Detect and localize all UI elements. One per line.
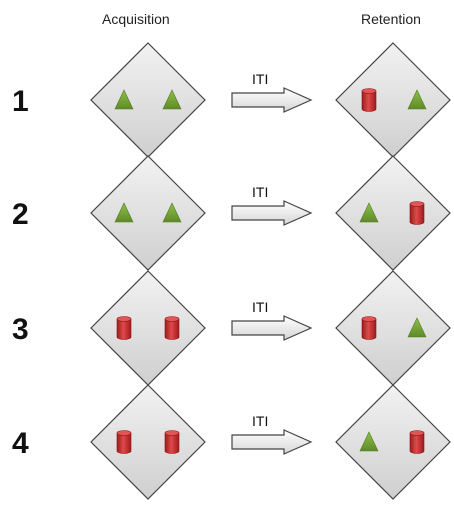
cylinder-icon (409, 201, 425, 225)
triangle-icon (162, 202, 182, 223)
cylinder-icon (361, 88, 377, 112)
triangle-icon (407, 89, 427, 110)
retention-arena (335, 42, 451, 158)
trial-row: 2 ITI (12, 155, 451, 271)
retention-arena (335, 384, 451, 500)
cylinder-icon (409, 430, 425, 454)
cylinder-icon (164, 430, 180, 454)
triangle-icon (407, 317, 427, 338)
triangle-icon (162, 89, 182, 110)
trial-row: 1 ITI (12, 42, 451, 158)
acquisition-arena (90, 384, 206, 500)
triangle-icon (359, 202, 379, 223)
trial-row: 3 ITI (12, 270, 451, 386)
row-number: 4 (12, 427, 29, 460)
iti-label: ITI (252, 71, 268, 87)
iti-arrow: ITI (231, 299, 313, 341)
retention-arena (335, 270, 451, 386)
iti-arrow: ITI (231, 413, 313, 455)
row-number: 1 (12, 85, 29, 118)
trial-row: 4 ITI (12, 384, 451, 500)
iti-arrow: ITI (231, 184, 313, 226)
retention-arena (335, 155, 451, 271)
acquisition-header: Acquisition (102, 11, 170, 27)
iti-arrow: ITI (231, 71, 313, 113)
row-number: 3 (12, 313, 29, 346)
row-number: 2 (12, 198, 29, 231)
retention-header: Retention (361, 11, 421, 27)
cylinder-icon (116, 316, 132, 340)
acquisition-arena (90, 42, 206, 158)
iti-label: ITI (252, 299, 268, 315)
cylinder-icon (361, 316, 377, 340)
acquisition-arena (90, 155, 206, 271)
iti-label: ITI (252, 413, 268, 429)
triangle-icon (114, 202, 134, 223)
triangle-icon (114, 89, 134, 110)
iti-label: ITI (252, 184, 268, 200)
cylinder-icon (116, 430, 132, 454)
cylinder-icon (164, 316, 180, 340)
acquisition-arena (90, 270, 206, 386)
triangle-icon (359, 431, 379, 452)
